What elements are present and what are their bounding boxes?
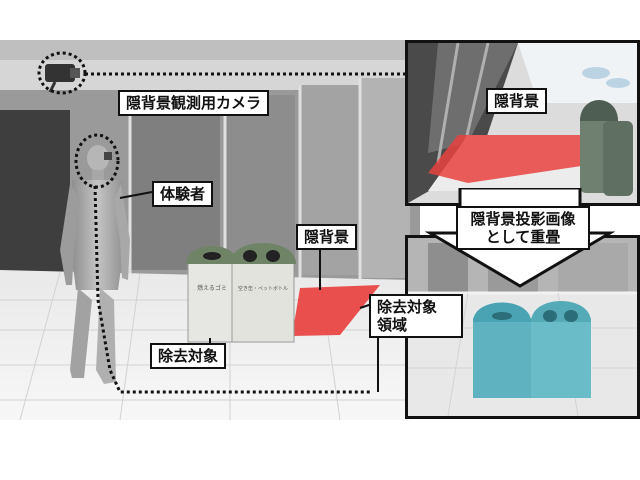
removal-region-line1: 除去対象	[377, 298, 438, 316]
removal-target-label: 除去対象	[150, 343, 227, 369]
main-scene	[0, 40, 420, 421]
overlay-projection-line1: 隠背景投影画像	[470, 210, 576, 228]
removal-region-line2: 領域	[377, 316, 408, 334]
inset-hidden-background-image	[408, 43, 637, 203]
inset-hidden-background-label: 隠背景	[486, 88, 548, 114]
participant-label: 体験者	[152, 181, 214, 207]
overlay-projection-line2: として重畳	[485, 228, 561, 246]
inset-hidden-background-red	[428, 135, 588, 183]
camera-icon	[45, 64, 80, 93]
removal-region-bins	[473, 301, 591, 398]
hidden-background-area	[292, 285, 380, 336]
hidden-background-label: 隠背景	[296, 224, 358, 250]
trash-bins: 燃えるゴミ 空き缶・ペットボトル	[186, 243, 296, 343]
inset-hidden-background-panel	[405, 40, 640, 206]
removal-region-label: 除去対象 領域	[369, 294, 463, 338]
overlay-projection-label: 隠背景投影画像 として重畳	[456, 206, 590, 250]
camera-label: 隠背景観測用カメラ	[118, 90, 270, 116]
bin-right-text: 空き缶・ペットボトル	[238, 285, 288, 292]
bin-left-text: 燃えるゴミ	[197, 284, 227, 292]
